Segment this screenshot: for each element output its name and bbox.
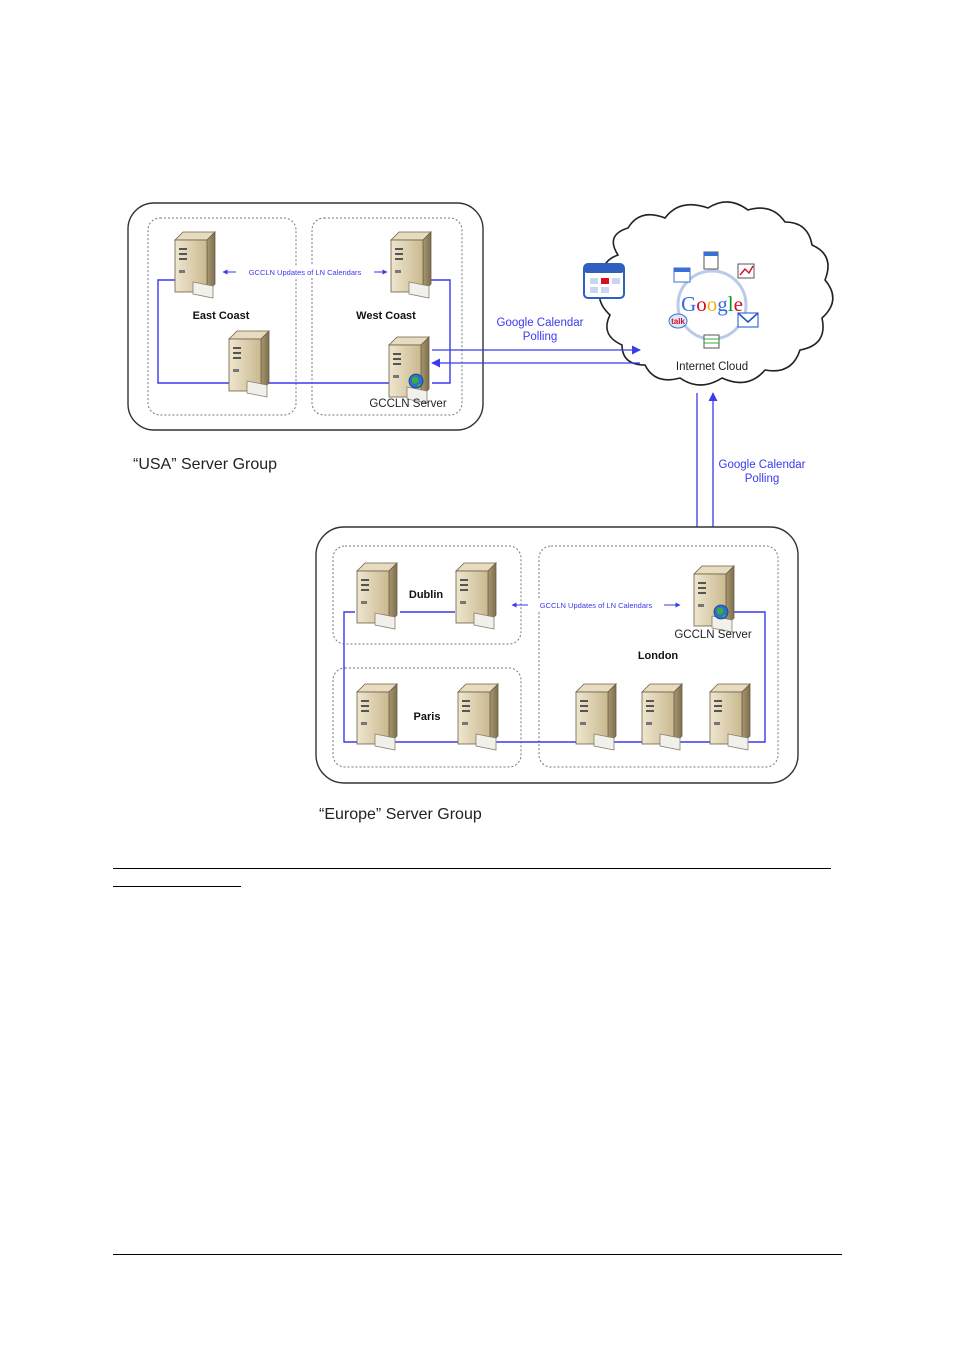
gmail-icon	[738, 313, 758, 327]
usa-gccln-server-label: GCCLN Server	[369, 398, 446, 410]
usa-server-group: GCCLN Updates of LN Calendars East Coast…	[128, 203, 483, 430]
paris-label: Paris	[414, 711, 441, 723]
caption-rule-short	[113, 886, 241, 887]
chart-icon	[738, 264, 754, 278]
east-coast-label: East Coast	[193, 310, 250, 322]
europe-gccln-globe-icon	[714, 605, 728, 619]
svg-text:talk: talk	[671, 317, 685, 326]
paris-server-1	[357, 684, 397, 750]
internet-cloud-label: Internet Cloud	[676, 361, 748, 373]
west-coast-label: West Coast	[356, 310, 416, 322]
paris-server-2	[458, 684, 498, 750]
usa-group-label: “USA” Server Group	[133, 456, 277, 473]
footer-rule	[113, 1254, 842, 1255]
document-icon	[704, 252, 718, 269]
usa-polling-label-line2: Polling	[523, 331, 558, 343]
usa-gccln-server	[389, 337, 429, 403]
google-calendar-icon	[584, 264, 624, 298]
europe-updates-label: GCCLN Updates of LN Calendars	[540, 601, 653, 610]
europe-gccln-server	[694, 566, 734, 632]
east-coast-server-top	[175, 232, 215, 298]
east-coast-server-bottom	[229, 331, 269, 397]
dublin-server-1	[357, 563, 397, 629]
europe-polling-label-line2: Polling	[745, 473, 780, 485]
talk-icon: talk	[669, 314, 687, 328]
usa-gccln-globe-icon	[409, 374, 423, 388]
london-server-3	[710, 684, 750, 750]
london-server-1	[576, 684, 616, 750]
europe-server-group: GCCLN Updates of LN Calendars Dublin Par…	[316, 527, 798, 783]
europe-group-label: “Europe” Server Group	[319, 806, 482, 823]
usa-updates-label: GCCLN Updates of LN Calendars	[249, 268, 362, 277]
west-coast-server-top	[391, 232, 431, 298]
europe-polling-label-line1: Google Calendar	[719, 459, 806, 471]
google-logo: Google	[681, 292, 743, 316]
caption-rule-long	[113, 868, 831, 869]
internet-cloud: Google talk	[584, 202, 833, 385]
europe-gccln-server-label: GCCLN Server	[674, 629, 751, 641]
usa-polling-label-line1: Google Calendar	[497, 317, 584, 329]
london-label: London	[638, 650, 679, 662]
dublin-label: Dublin	[409, 589, 443, 601]
sheet-icon	[704, 335, 719, 348]
london-server-2	[642, 684, 682, 750]
dublin-server-2	[456, 563, 496, 629]
calendar-icon	[674, 268, 690, 282]
